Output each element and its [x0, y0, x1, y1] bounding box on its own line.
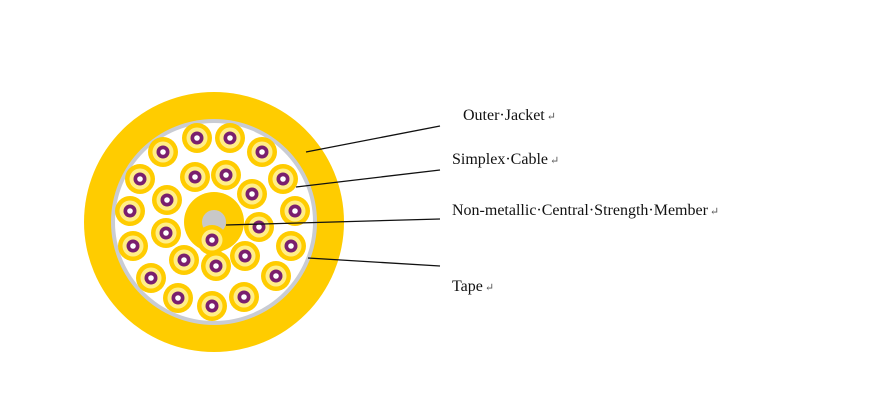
fiber-core [213, 263, 219, 269]
paragraph-mark-icon: ↵ [484, 282, 495, 294]
fiber-core [223, 172, 229, 178]
paragraph-mark-icon: ↵ [709, 206, 720, 218]
simplex-cable [148, 137, 178, 167]
fiber-core [273, 273, 279, 279]
leader-line-outer-jacket [305, 125, 441, 153]
label-simplex-cable-text: Simplex·Cable [452, 151, 548, 168]
label-central-strength-member: Non-metallic·Central·Strength·Member↵ [452, 202, 719, 221]
label-tape-text: Tape [452, 278, 483, 295]
leader-line-central-member [225, 218, 441, 226]
label-simplex-cable: Simplex·Cable↵ [452, 151, 559, 170]
paragraph-mark-icon: ↵ [549, 155, 560, 167]
simplex-cable [276, 231, 306, 261]
simplex-cable [169, 245, 199, 275]
fiber-core [164, 197, 170, 203]
fiber-core [163, 230, 169, 236]
leader-line-simplex-cable [295, 169, 441, 188]
simplex-cable [215, 123, 245, 153]
simplex-cable [152, 185, 182, 215]
label-central-strength-member-text: Non-metallic·Central·Strength·Member [452, 202, 708, 219]
fiber-core [181, 257, 187, 263]
fiber-core [175, 295, 181, 301]
simplex-cable [136, 263, 166, 293]
fiber-core [127, 208, 133, 214]
simplex-cable [125, 164, 155, 194]
simplex-cable [237, 179, 267, 209]
fiber-core [194, 135, 200, 141]
label-outer-jacket-text: Outer·Jacket [463, 107, 545, 124]
simplex-cable [197, 291, 227, 321]
fiber-core [249, 191, 255, 197]
fiber-core [130, 243, 136, 249]
fiber-core [292, 208, 298, 214]
simplex-cable [201, 251, 231, 281]
simplex-cable [211, 160, 241, 190]
simplex-cable [244, 212, 274, 242]
paragraph-mark-icon: ↵ [546, 111, 556, 123]
fiber-core [192, 174, 198, 180]
fiber-core [259, 149, 265, 155]
simplex-cable [182, 123, 212, 153]
fiber-core [242, 253, 248, 259]
fiber-core [148, 275, 154, 281]
fiber-core [241, 294, 247, 300]
simplex-cable [115, 196, 145, 226]
leader-line-tape [307, 257, 441, 267]
simplex-cable [163, 283, 193, 313]
simplex-cable [180, 162, 210, 192]
simplex-cable [261, 261, 291, 291]
fiber-core [137, 176, 143, 182]
simplex-cable [268, 164, 298, 194]
label-outer-jacket: Outer·Jacket↵ [463, 107, 556, 126]
label-tape: Tape↵ [452, 278, 494, 297]
simplex-cable [151, 218, 181, 248]
simplex-cable [118, 231, 148, 261]
simplex-cables-group [115, 123, 310, 321]
fiber-core [280, 176, 286, 182]
fiber-core [209, 237, 215, 243]
fiber-core [209, 303, 215, 309]
simplex-cable [280, 196, 310, 226]
fiber-core [256, 224, 262, 230]
fiber-core [288, 243, 294, 249]
simplex-cable [230, 241, 260, 271]
fiber-core [160, 149, 166, 155]
simplex-cable [247, 137, 277, 167]
simplex-cable [229, 282, 259, 312]
fiber-core [227, 135, 233, 141]
simplex-cable [197, 225, 227, 255]
